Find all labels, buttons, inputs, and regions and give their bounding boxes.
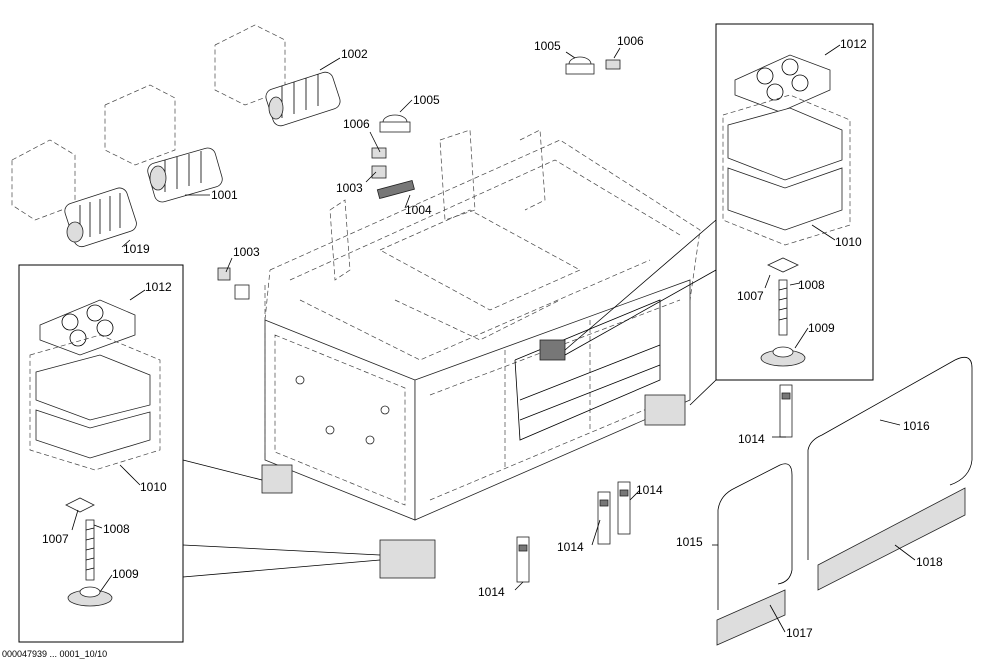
terminal-1003	[371, 165, 387, 179]
label-1009-right: 1009	[808, 321, 835, 335]
label-1003-side: 1003	[233, 245, 260, 259]
label-1005-mid: 1005	[413, 93, 440, 107]
fan-motor-1002	[214, 24, 341, 127]
label-1010-right: 1010	[835, 235, 862, 249]
terminal-block-1004	[376, 180, 415, 200]
label-1019: 1019	[123, 242, 150, 256]
label-1007-left: 1007	[42, 532, 69, 546]
label-1009-left: 1009	[112, 567, 139, 581]
vent-panel-1018	[817, 487, 966, 591]
hinge-1014-c	[617, 481, 631, 535]
sensor-1006	[371, 147, 387, 159]
label-1015: 1015	[676, 535, 703, 549]
label-1003-mid: 1003	[336, 181, 363, 195]
label-1018: 1018	[916, 555, 943, 569]
detail-box-left	[18, 264, 381, 643]
label-1006-top: 1006	[617, 34, 644, 48]
label-1010-left: 1010	[140, 480, 167, 494]
document-reference: 000047939 ... 0001_10/10	[2, 649, 108, 659]
label-1006-mid: 1006	[343, 117, 370, 131]
sensor-1006-top	[605, 59, 621, 70]
thermostat-1005	[379, 114, 411, 133]
hinge-1014-b	[597, 491, 611, 545]
label-1008-right: 1008	[798, 278, 825, 292]
door-frame-1016	[807, 356, 973, 560]
door-frame-1015	[717, 463, 793, 610]
part-labels: 1001 1002 1019 1005 1006 1003 1004 1003 …	[42, 34, 943, 640]
label-1017: 1017	[786, 626, 813, 640]
vent-panel-1017	[716, 589, 786, 646]
label-1005-top: 1005	[534, 39, 561, 53]
label-1004: 1004	[405, 203, 432, 217]
label-1012-left: 1012	[145, 280, 172, 294]
hinge-1014-d	[779, 384, 793, 438]
label-1007-right: 1007	[737, 289, 764, 303]
detail-box-right	[564, 23, 874, 406]
label-1014-a: 1014	[478, 585, 505, 599]
label-1008-left: 1008	[103, 522, 130, 536]
leader-lines	[71, 44, 916, 633]
fan-motor-1019	[11, 139, 137, 248]
hinge-1014-a	[516, 536, 530, 583]
oven-chassis	[261, 129, 701, 579]
label-1016: 1016	[903, 419, 930, 433]
fan-motor-1001	[104, 84, 223, 203]
label-1014-c: 1014	[636, 483, 663, 497]
label-1001: 1001	[211, 188, 238, 202]
terminal-1003-side	[217, 267, 250, 300]
label-1012-right: 1012	[840, 37, 867, 51]
thermostat-1005-top	[565, 56, 595, 75]
label-1014-d: 1014	[738, 432, 765, 446]
label-1014-b: 1014	[557, 540, 584, 554]
label-1002: 1002	[341, 47, 368, 61]
